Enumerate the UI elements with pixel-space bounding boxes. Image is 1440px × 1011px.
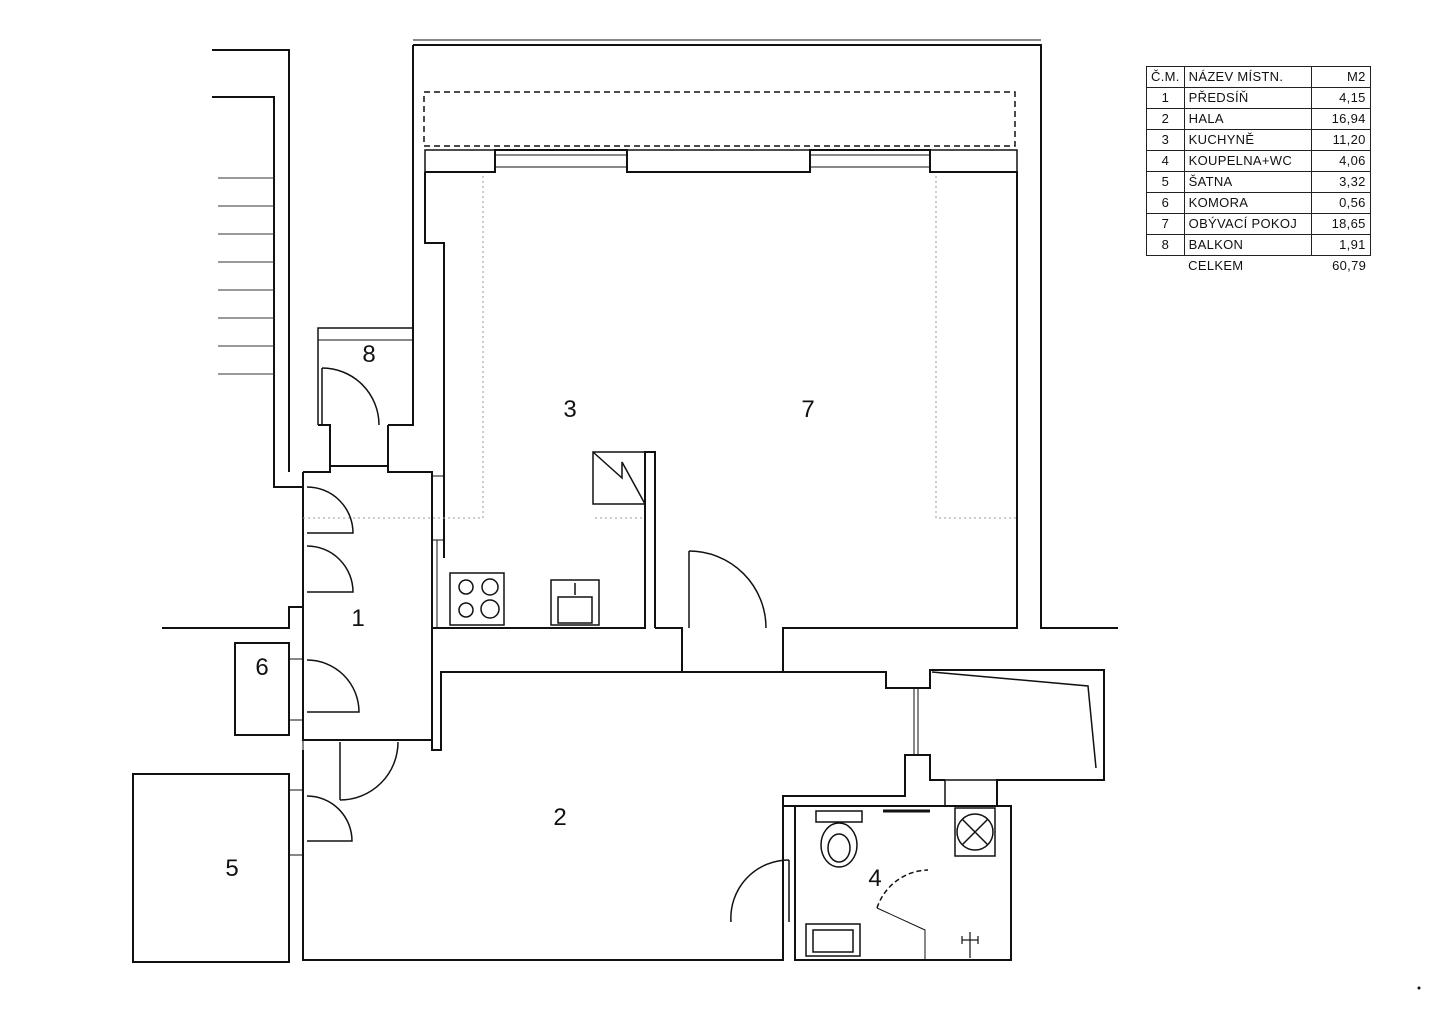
legend-cell-area: 18,65 [1310, 213, 1371, 235]
walls [132, 39, 1118, 963]
cooktop-icon [449, 572, 505, 626]
legend-cell-area: 0,56 [1310, 192, 1371, 214]
room-label-5: 5 [225, 855, 238, 882]
balcony-slab-dashed [423, 91, 1016, 147]
kitchen-steps [592, 451, 646, 505]
outer-wall-top-right [413, 44, 1118, 629]
legend-header-num: Č.M. [1146, 66, 1185, 88]
legend-cell-name: BALKON [1183, 234, 1312, 256]
legend-header-name: NÁZEV MÍSTN. [1183, 66, 1312, 88]
dotted-guides [303, 176, 1017, 519]
legend-cell-name: HALA [1183, 108, 1312, 130]
legend-cell-area: 16,94 [1310, 108, 1371, 130]
stair-treads [218, 177, 274, 375]
legend-header-row: Č.M. NÁZEV MÍSTN. m2 [1146, 66, 1371, 88]
table-row: 1 PŘEDSÍŇ 4,15 [1146, 87, 1371, 109]
table-row: 4 KOUPELNA+WC 4,06 [1146, 150, 1371, 172]
sink-icon [550, 579, 600, 626]
pier-right [929, 149, 1018, 173]
pier-middle [626, 149, 811, 173]
legend-cell-num: 7 [1146, 213, 1185, 235]
storage-6-walls [234, 642, 290, 736]
room-label-6: 6 [255, 654, 268, 681]
balcony-edge [317, 327, 414, 341]
legend-cell-area: 1,91 [1310, 234, 1371, 256]
washbasin-icon [805, 923, 861, 957]
shower-icon [961, 932, 979, 958]
legend-cell-area: 3,32 [1310, 171, 1371, 193]
legend-cell-area: 11,20 [1310, 129, 1371, 151]
legend-cell-num: 8 [1146, 234, 1185, 256]
stray-dot [1417, 986, 1421, 990]
shaft-diagonal [931, 671, 1097, 769]
hall-2-top-right [783, 669, 1105, 806]
neighbour-wall-inner [212, 96, 289, 488]
legend-total-row: CELKEM 60,79 [1147, 256, 1371, 277]
legend-cell-name: OBÝVACÍ POKOJ [1183, 213, 1312, 235]
legend-total-area: 60,79 [1332, 258, 1367, 273]
doors [306, 367, 929, 960]
outer-wall-left-upper [388, 45, 414, 426]
jambs [289, 475, 919, 856]
living-kitchen-inner-wall [425, 149, 1018, 673]
legend-cell-name: KUCHYNĚ [1183, 129, 1312, 151]
ventilation-icon [944, 779, 998, 857]
corridor-wall-left [162, 606, 303, 629]
balcony-door-jamb-left [318, 424, 331, 472]
room-label-1: 1 [351, 605, 364, 632]
legend-cell-num: 6 [1146, 192, 1185, 214]
neighbour-wall-outer [212, 49, 290, 472]
room-label-4: 4 [868, 865, 881, 892]
legend-cell-name: PŘEDSÍŇ [1183, 87, 1312, 109]
bathroom-4-walls [794, 805, 1012, 961]
table-row: 7 OBÝVACÍ POKOJ 18,65 [1146, 213, 1371, 235]
legend-cell-num: 1 [1146, 87, 1185, 109]
pier-left [424, 149, 496, 173]
legend-header-area: m2 [1310, 66, 1371, 88]
hall-1-walls [302, 465, 433, 741]
legend-cell-name: KOMORA [1183, 192, 1312, 214]
legend-cell-area: 4,15 [1310, 87, 1371, 109]
legend-cell-num: 5 [1146, 171, 1185, 193]
legend-cell-num: 2 [1146, 108, 1185, 130]
legend-cell-num: 4 [1146, 150, 1185, 172]
legend-total-spacer [1147, 256, 1185, 277]
room-label-2: 2 [553, 804, 566, 831]
legend-cell-name: KOUPELNA+WC [1183, 150, 1312, 172]
wardrobe-5-walls [132, 773, 290, 963]
hall-2-bottom [302, 750, 945, 961]
legend-cell-name: ŠATNA [1183, 171, 1312, 193]
room-legend-table: Č.M. NÁZEV MÍSTN. m2 1 PŘEDSÍŇ 4,15 2 HA… [1146, 66, 1371, 276]
legend-cell-num: 3 [1146, 129, 1185, 151]
table-row: 6 KOMORA 0,56 [1146, 192, 1371, 214]
legend-cell-area: 4,06 [1310, 150, 1371, 172]
room-label-8: 8 [362, 341, 375, 368]
table-row: 3 KUCHYNĚ 11,20 [1146, 129, 1371, 151]
table-row: 5 ŠATNA 3,32 [1146, 171, 1371, 193]
table-row: 8 BALKON 1,91 [1146, 234, 1371, 256]
kitchen-left-wall [424, 172, 445, 558]
hall-2-top-left [431, 671, 682, 751]
legend-total-label: CELKEM [1188, 258, 1244, 273]
table-row: 2 HALA 16,94 [1146, 108, 1371, 130]
room-label-7: 7 [801, 396, 814, 423]
room-label-3: 3 [563, 396, 576, 423]
toilet-icon [815, 810, 863, 868]
